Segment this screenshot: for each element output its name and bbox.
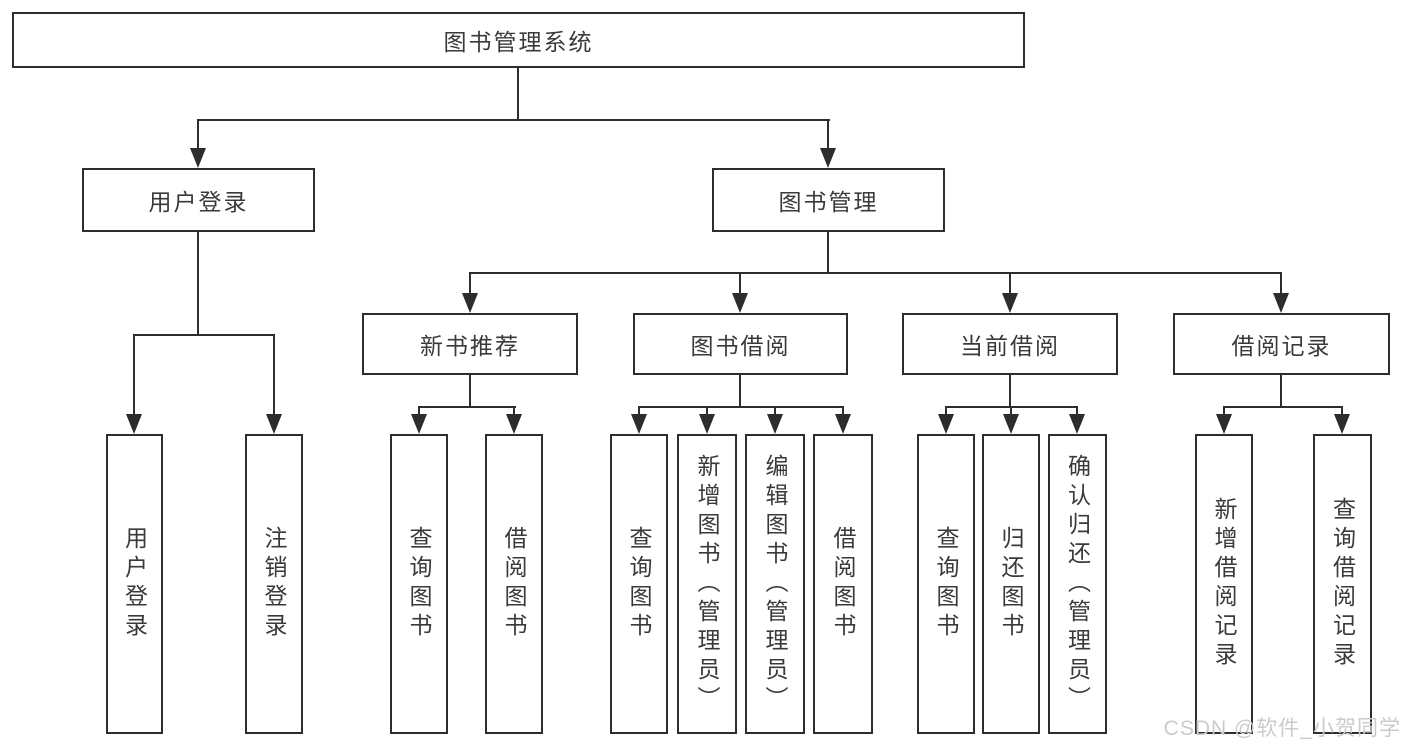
connector-drop-borrow-records xyxy=(1280,272,1282,296)
connector-new-book-bar xyxy=(418,406,516,408)
connector-drop xyxy=(842,406,844,416)
connector-drop-current-borrow xyxy=(1009,272,1011,296)
leaf-add-borrow-record: 新增借阅记录 xyxy=(1195,434,1253,734)
arrowhead-user-login xyxy=(190,148,206,168)
arrowhead-leaf-logout xyxy=(266,414,282,434)
node-label: 归还图书 xyxy=(998,526,1024,642)
connector-level3-bar xyxy=(469,272,1282,274)
node-book-borrow: 图书借阅 xyxy=(633,313,848,375)
connector-drop-book-borrow xyxy=(739,272,741,296)
connector-drop-leaf-logout xyxy=(273,334,275,418)
arrowhead-leaf xyxy=(699,414,715,434)
arrowhead-book-mgmt xyxy=(820,148,836,168)
connector-drop-leaf-user-login xyxy=(133,334,135,418)
connector-drop xyxy=(774,406,776,416)
node-label: 新增图书（管理员） xyxy=(694,453,720,715)
connector-drop xyxy=(513,406,515,416)
arrowhead-new-book xyxy=(462,293,478,313)
leaf-borrow-books-borrow: 借阅图书 xyxy=(813,434,873,734)
connector-drop xyxy=(638,406,640,416)
connector-drop xyxy=(706,406,708,416)
arrowhead-borrow-records xyxy=(1273,293,1289,313)
node-label: 图书管理 xyxy=(778,189,879,215)
node-label: 当前借阅 xyxy=(960,333,1060,359)
connector-level2-bar xyxy=(197,119,830,121)
arrowhead-leaf xyxy=(767,414,783,434)
connector-root-stem xyxy=(517,67,519,121)
node-new-book-recommend: 新书推荐 xyxy=(362,313,578,375)
node-label: 查询图书 xyxy=(933,526,959,642)
node-root: 图书管理系统 xyxy=(12,12,1025,68)
leaf-logout: 注销登录 xyxy=(245,434,303,734)
arrowhead-leaf xyxy=(506,414,522,434)
connector-user-login-stem xyxy=(197,230,199,336)
connector-book-mgmt-stem xyxy=(827,230,829,274)
node-label: 借阅图书 xyxy=(830,526,856,642)
arrowhead-leaf xyxy=(938,414,954,434)
arrowhead-leaf xyxy=(835,414,851,434)
connector-drop-book-mgmt xyxy=(827,119,829,151)
arrowhead-leaf xyxy=(1003,414,1019,434)
leaf-confirm-return-admin: 确认归还（管理员） xyxy=(1048,434,1107,734)
connector-borrow-records-stem xyxy=(1280,375,1282,408)
node-label: 编辑图书（管理员） xyxy=(762,453,788,715)
connector-current-borrow-stem xyxy=(1009,375,1011,408)
node-label: 注销登录 xyxy=(261,526,287,642)
node-label: 图书借阅 xyxy=(690,333,791,359)
node-label: 查询图书 xyxy=(626,526,652,642)
connector-user-login-bar xyxy=(133,334,275,336)
connector-drop-new-book xyxy=(469,272,471,296)
node-label: 查询借阅记录 xyxy=(1329,497,1356,671)
leaf-user-login: 用户登录 xyxy=(106,434,163,734)
leaf-add-book-admin: 新增图书（管理员） xyxy=(677,434,737,734)
connector-drop xyxy=(1010,406,1012,416)
node-label: 新书推荐 xyxy=(420,333,520,359)
connector-book-borrow-bar xyxy=(638,406,844,408)
node-label: 用户登录 xyxy=(121,526,148,642)
arrowhead-leaf xyxy=(411,414,427,434)
arrowhead-leaf xyxy=(1069,414,1085,434)
watermark: CSDN @软件_小贺同学 xyxy=(1163,717,1401,740)
node-label: 查询图书 xyxy=(406,526,432,642)
arrowhead-leaf xyxy=(631,414,647,434)
connector-borrow-records-bar xyxy=(1223,406,1343,408)
connector-drop xyxy=(945,406,947,416)
leaf-edit-book-admin: 编辑图书（管理员） xyxy=(745,434,805,734)
connector-drop xyxy=(1076,406,1078,416)
leaf-query-books-recommend: 查询图书 xyxy=(390,434,448,734)
arrowhead-current-borrow xyxy=(1002,293,1018,313)
leaf-query-borrow-record: 查询借阅记录 xyxy=(1313,434,1372,734)
leaf-query-books-borrow: 查询图书 xyxy=(610,434,668,734)
node-label: 确认归还（管理员） xyxy=(1064,453,1091,715)
leaf-borrow-books-recommend: 借阅图书 xyxy=(485,434,543,734)
node-label: 借阅图书 xyxy=(501,526,527,642)
leaf-query-books-current: 查询图书 xyxy=(917,434,975,734)
leaf-return-book: 归还图书 xyxy=(982,434,1040,734)
arrowhead-leaf xyxy=(1216,414,1232,434)
node-user-login: 用户登录 xyxy=(82,168,315,232)
connector-new-book-stem xyxy=(469,375,471,408)
connector-book-borrow-stem xyxy=(739,375,741,408)
arrowhead-leaf-user-login xyxy=(126,414,142,434)
connector-drop xyxy=(1341,406,1343,416)
node-borrow-records: 借阅记录 xyxy=(1173,313,1390,375)
connector-drop xyxy=(418,406,420,416)
node-current-borrow: 当前借阅 xyxy=(902,313,1118,375)
arrowhead-leaf xyxy=(1334,414,1350,434)
node-label: 借阅记录 xyxy=(1231,333,1332,359)
node-book-management: 图书管理 xyxy=(712,168,945,232)
node-label: 用户登录 xyxy=(148,189,249,215)
arrowhead-book-borrow xyxy=(732,293,748,313)
node-label: 图书管理系统 xyxy=(443,29,594,55)
node-label: 新增借阅记录 xyxy=(1211,497,1237,671)
connector-drop-user-login xyxy=(197,119,199,151)
connector-drop xyxy=(1223,406,1225,416)
